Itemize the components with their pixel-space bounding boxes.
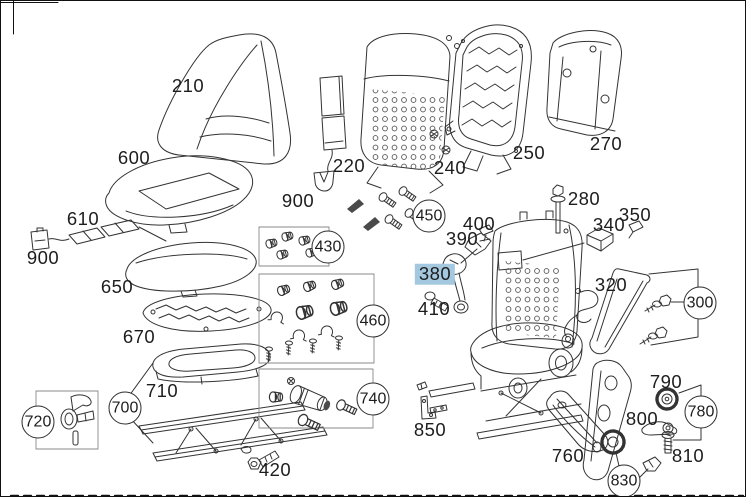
part-label-760[interactable]: 760 bbox=[551, 444, 585, 466]
part-450-screw-cluster bbox=[347, 184, 424, 232]
part-label-790[interactable]: 790 bbox=[649, 370, 683, 392]
part-810-screw bbox=[661, 431, 675, 454]
part-label-850[interactable]: 850 bbox=[413, 418, 447, 440]
part-900-connector-mid bbox=[313, 170, 335, 192]
part-label-670[interactable]: 670 bbox=[122, 325, 156, 347]
part-recliner-plate bbox=[582, 359, 632, 481]
part-250-backrest-frame bbox=[444, 24, 532, 175]
part-label-450[interactable]: 450 bbox=[412, 199, 446, 233]
part-410-bolt bbox=[424, 291, 449, 312]
part-670-spring-pan bbox=[142, 293, 272, 332]
part-340-350-latch bbox=[522, 220, 644, 261]
part-740-actuator-box bbox=[258, 368, 374, 434]
part-850-brackets bbox=[420, 395, 448, 420]
part-240-backrest-cushion bbox=[360, 33, 460, 194]
part-assembled-seat bbox=[416, 210, 584, 440]
part-label-420[interactable]: 420 bbox=[258, 458, 292, 480]
part-label-460[interactable]: 460 bbox=[356, 304, 390, 338]
part-label-320[interactable]: 320 bbox=[594, 273, 628, 295]
part-label-400[interactable]: 400 bbox=[462, 212, 496, 234]
part-220-backrest-heater-pad bbox=[319, 75, 347, 172]
part-420-bolt bbox=[240, 446, 280, 470]
part-label-350[interactable]: 350 bbox=[618, 203, 652, 225]
part-label-340[interactable]: 340 bbox=[592, 213, 626, 235]
part-label-600[interactable]: 600 bbox=[117, 146, 151, 168]
part-label-270[interactable]: 270 bbox=[589, 132, 623, 154]
part-800-release-lever bbox=[641, 421, 678, 436]
part-390-bracket bbox=[460, 232, 492, 264]
part-790-adjuster-knob bbox=[655, 387, 679, 411]
part-900-connector-left bbox=[30, 227, 50, 251]
part-label-250[interactable]: 250 bbox=[512, 141, 546, 163]
part-label-700[interactable]: 700 bbox=[108, 391, 142, 425]
part-label-300[interactable]: 300 bbox=[683, 286, 717, 320]
part-780-leader-lines bbox=[672, 384, 702, 441]
part-label-810[interactable]: 810 bbox=[671, 444, 705, 466]
part-400-cap bbox=[478, 224, 494, 242]
part-label-430[interactable]: 430 bbox=[311, 230, 345, 264]
part-label-380[interactable]: 380 bbox=[414, 263, 456, 285]
part-label-650[interactable]: 650 bbox=[100, 275, 134, 297]
part-710-frame-ring bbox=[152, 343, 271, 385]
part-label-390[interactable]: 390 bbox=[445, 227, 479, 249]
part-280-headrest-screw bbox=[550, 184, 566, 234]
part-label-800[interactable]: 800 bbox=[625, 407, 659, 429]
part-600-seat-cushion bbox=[105, 155, 254, 234]
part-label-780[interactable]: 780 bbox=[684, 395, 718, 429]
part-label-240[interactable]: 240 bbox=[433, 156, 467, 178]
part-label-830[interactable]: 830 bbox=[607, 464, 641, 496]
part-label-900[interactable]: 900 bbox=[26, 246, 60, 268]
part-label-410[interactable]: 410 bbox=[417, 297, 451, 319]
part-label-220[interactable]: 220 bbox=[332, 154, 366, 176]
part-610-heater-pads bbox=[48, 219, 167, 245]
part-label-210[interactable]: 210 bbox=[171, 74, 205, 96]
part-label-740[interactable]: 740 bbox=[356, 382, 390, 416]
part-label-280[interactable]: 280 bbox=[567, 187, 601, 209]
part-210-backrest-cover bbox=[157, 33, 292, 165]
part-label-720[interactable]: 720 bbox=[21, 405, 55, 439]
part-650-foam-pad bbox=[125, 241, 257, 298]
part-label-900[interactable]: 900 bbox=[281, 189, 315, 211]
part-700-seat-rails bbox=[128, 362, 328, 462]
part-label-610[interactable]: 610 bbox=[66, 207, 100, 229]
part-label-710[interactable]: 710 bbox=[145, 379, 179, 401]
part-270-back-panel bbox=[546, 30, 622, 136]
part-830-gear-knob bbox=[600, 429, 662, 479]
